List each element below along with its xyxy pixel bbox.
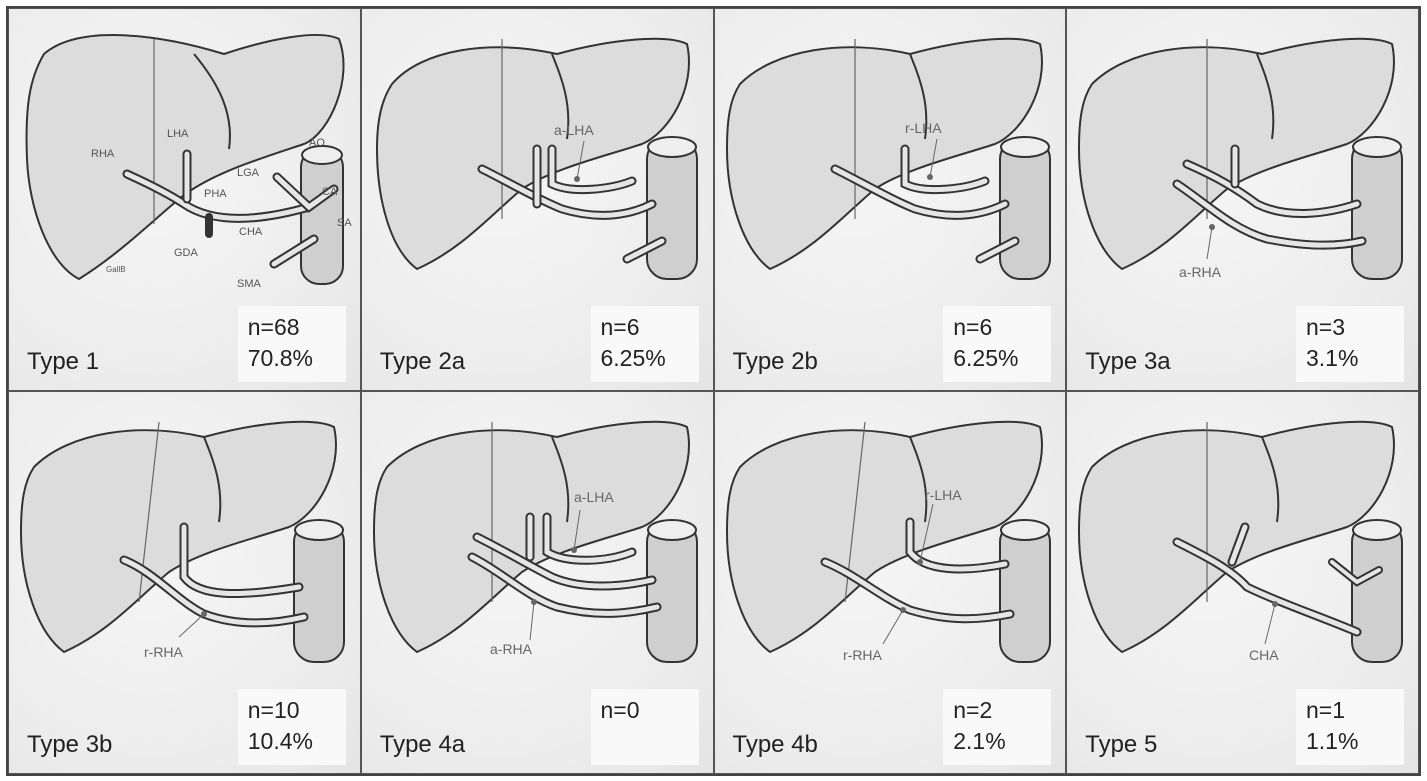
percentage: 2.1% xyxy=(953,726,1041,757)
type-label: Type 1 xyxy=(27,348,99,376)
stat-box: n=6 6.25% xyxy=(943,306,1051,382)
count: n=6 xyxy=(601,312,689,343)
panel-type-5: CHA Type 5 n=1 1.1% xyxy=(1066,391,1419,774)
percentage: 3.1% xyxy=(1306,343,1394,374)
annotation-label: a-RHA xyxy=(1179,264,1222,280)
annotation-label: CHA xyxy=(1249,647,1279,663)
stat-box: n=0 xyxy=(591,689,699,765)
percentage: 70.8% xyxy=(248,343,336,374)
type-label: Type 4a xyxy=(380,731,465,759)
type-label: Type 2a xyxy=(380,348,465,376)
type-label: Type 2b xyxy=(733,348,818,376)
percentage: 6.25% xyxy=(953,343,1041,374)
count: n=68 xyxy=(248,312,336,343)
label-cha: CHA xyxy=(239,226,263,238)
stat-box: n=3 3.1% xyxy=(1296,306,1404,382)
label-lga: LGA xyxy=(237,167,260,179)
panel-type-4a: a-LHA a-RHA Type 4a n=0 xyxy=(361,391,714,774)
panel-type-3a: a-RHA Type 3a n=3 3.1% xyxy=(1066,8,1419,391)
label-pha: PHA xyxy=(204,188,227,200)
stat-box: n=68 70.8% xyxy=(238,306,346,382)
label-sma: SMA xyxy=(237,278,262,290)
count: n=1 xyxy=(1306,695,1394,726)
type-label: Type 5 xyxy=(1085,731,1157,759)
percentage: 6.25% xyxy=(601,343,689,374)
annotation-label-2: r-RHA xyxy=(843,647,883,663)
label-sa: SA xyxy=(337,217,352,229)
panel-type-1: RHA LHA LGA PHA AO CA SA CHA GDA SMA Gal… xyxy=(8,8,361,391)
label-ao: AO xyxy=(309,137,325,149)
panel-type-4b: r-LHA r-RHA Type 4b n=2 2.1% xyxy=(714,391,1067,774)
stat-box: n=10 10.4% xyxy=(238,689,346,765)
stat-box: n=1 1.1% xyxy=(1296,689,1404,765)
annotation-label: r-LHA xyxy=(905,120,942,136)
annotation-label: a-LHA xyxy=(574,489,614,505)
stat-box: n=2 2.1% xyxy=(943,689,1051,765)
label-rha: RHA xyxy=(91,148,115,160)
panel-type-2a: a-LHA Type 2a n=6 6.25% xyxy=(361,8,714,391)
percentage: 10.4% xyxy=(248,726,336,757)
label-gallbladder: GallB xyxy=(106,265,126,274)
annotation-label: r-LHA xyxy=(925,487,962,503)
label-ca: CA xyxy=(322,186,338,198)
count: n=3 xyxy=(1306,312,1394,343)
label-lha: LHA xyxy=(167,128,189,140)
count: n=0 xyxy=(601,695,689,726)
type-label: Type 4b xyxy=(733,731,818,759)
type-label: Type 3a xyxy=(1085,348,1170,376)
annotation-label-2: a-RHA xyxy=(490,641,533,657)
type-label: Type 3b xyxy=(27,731,112,759)
stat-box: n=6 6.25% xyxy=(591,306,699,382)
percentage: 1.1% xyxy=(1306,726,1394,757)
annotation-label: a-LHA xyxy=(554,122,594,138)
panel-type-2b: r-LHA Type 2b n=6 6.25% xyxy=(714,8,1067,391)
annotation-label: r-RHA xyxy=(144,644,184,660)
count: n=6 xyxy=(953,312,1041,343)
label-gda: GDA xyxy=(174,247,199,259)
panel-type-3b: r-RHA Type 3b n=10 10.4% xyxy=(8,391,361,774)
hepatic-artery-variation-figure: RHA LHA LGA PHA AO CA SA CHA GDA SMA Gal… xyxy=(6,6,1421,776)
count: n=10 xyxy=(248,695,336,726)
count: n=2 xyxy=(953,695,1041,726)
